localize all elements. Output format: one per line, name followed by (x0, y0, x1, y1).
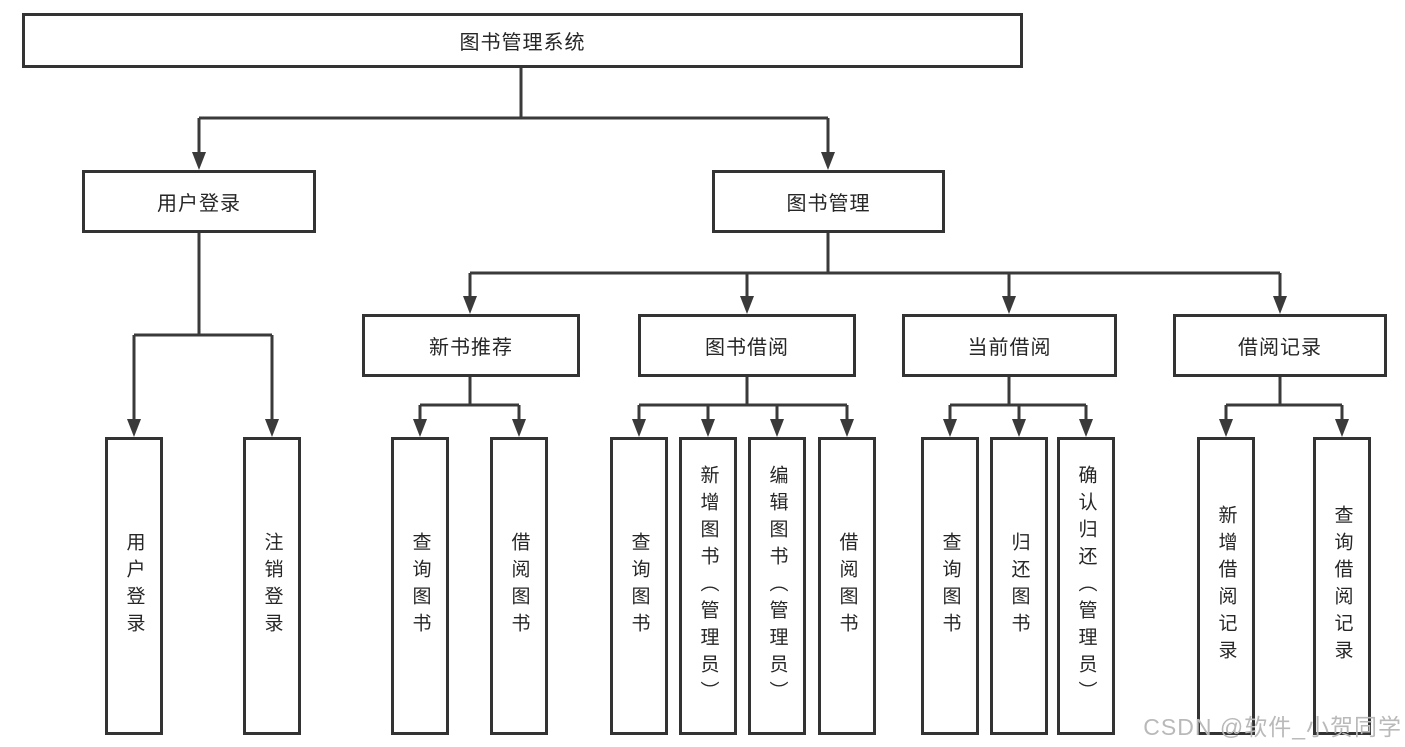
node-label: 用户登录 (123, 532, 145, 640)
leaf-edit-books-admin: 编辑图书（管理员） (748, 437, 806, 735)
arrow-down-icon (463, 296, 477, 314)
connector-root-to-level2 (197, 68, 830, 153)
arrow-down-icon (840, 419, 854, 437)
connector-new-book-recommend-to-leaves (418, 377, 521, 420)
arrow-down-icon (1335, 419, 1349, 437)
leaf-return-books: 归还图书 (990, 437, 1048, 735)
node-label: 确认归还（管理员） (1075, 464, 1097, 708)
node-label: 图书管理系统 (459, 32, 586, 54)
leaf-add-borrow-record: 新增借阅记录 (1197, 437, 1255, 735)
node-new-book-recommend: 新书推荐 (362, 314, 580, 377)
connector-user-login-to-leaves (132, 233, 274, 420)
node-label: 查询图书 (628, 532, 650, 640)
node-label: 借阅图书 (836, 532, 858, 640)
node-book-borrowing: 图书借阅 (638, 314, 856, 377)
arrow-down-icon (1219, 419, 1233, 437)
node-label: 图书管理 (786, 193, 871, 215)
arrow-down-icon (740, 296, 754, 314)
node-label: 用户登录 (157, 193, 241, 215)
arrow-down-icon (701, 419, 715, 437)
arrow-down-icon (265, 419, 279, 437)
node-label: 当前借阅 (967, 337, 1052, 359)
node-label: 新书推荐 (429, 337, 513, 359)
node-label: 编辑图书（管理员） (766, 464, 788, 708)
leaf-add-books-admin: 新增图书（管理员） (679, 437, 737, 735)
leaf-query-books-borrowing: 查询图书 (610, 437, 668, 735)
connector-book-borrowing-to-leaves (637, 377, 849, 420)
node-current-borrowing: 当前借阅 (902, 314, 1117, 377)
connector-current-borrowing-to-leaves (948, 377, 1088, 420)
connector-book-management-to-level3 (468, 233, 1282, 297)
node-book-management: 图书管理 (712, 170, 945, 233)
node-label: 查询图书 (939, 532, 961, 640)
arrow-down-icon (127, 419, 141, 437)
connector-borrowing-records-to-leaves (1224, 377, 1344, 420)
csdn-watermark: CSDN @软件_小贺同学 (1143, 714, 1402, 740)
node-label: 查询借阅记录 (1331, 505, 1353, 667)
node-label: 借阅记录 (1238, 337, 1322, 359)
node-label: 新增借阅记录 (1215, 505, 1237, 667)
node-library-system: 图书管理系统 (22, 13, 1023, 68)
arrow-down-icon (943, 419, 957, 437)
leaf-borrow-books-recommend: 借阅图书 (490, 437, 548, 735)
leaf-confirm-return-admin: 确认归还（管理员） (1057, 437, 1115, 735)
node-label: 查询图书 (409, 532, 431, 640)
leaf-borrow-books: 借阅图书 (818, 437, 876, 735)
leaf-query-books-current: 查询图书 (921, 437, 979, 735)
arrow-down-icon (512, 419, 526, 437)
node-label: 新增图书（管理员） (697, 464, 719, 708)
arrow-down-icon (821, 152, 835, 170)
arrow-down-icon (770, 419, 784, 437)
arrowheads (127, 152, 1349, 437)
node-borrowing-records: 借阅记录 (1173, 314, 1387, 377)
leaf-query-borrow-record: 查询借阅记录 (1313, 437, 1371, 735)
node-label: 注销登录 (261, 532, 283, 640)
leaf-query-books-recommend: 查询图书 (391, 437, 449, 735)
arrow-down-icon (192, 152, 206, 170)
leaf-logout: 注销登录 (243, 437, 301, 735)
node-label: 借阅图书 (508, 532, 530, 640)
arrow-down-icon (1012, 419, 1026, 437)
arrow-down-icon (413, 419, 427, 437)
arrow-down-icon (1079, 419, 1093, 437)
arrow-down-icon (1002, 296, 1016, 314)
leaf-user-login: 用户登录 (105, 437, 163, 735)
node-label: 归还图书 (1008, 532, 1030, 640)
node-label: 图书借阅 (705, 337, 789, 359)
arrow-down-icon (1273, 296, 1287, 314)
arrow-down-icon (632, 419, 646, 437)
node-user-login: 用户登录 (82, 170, 316, 233)
